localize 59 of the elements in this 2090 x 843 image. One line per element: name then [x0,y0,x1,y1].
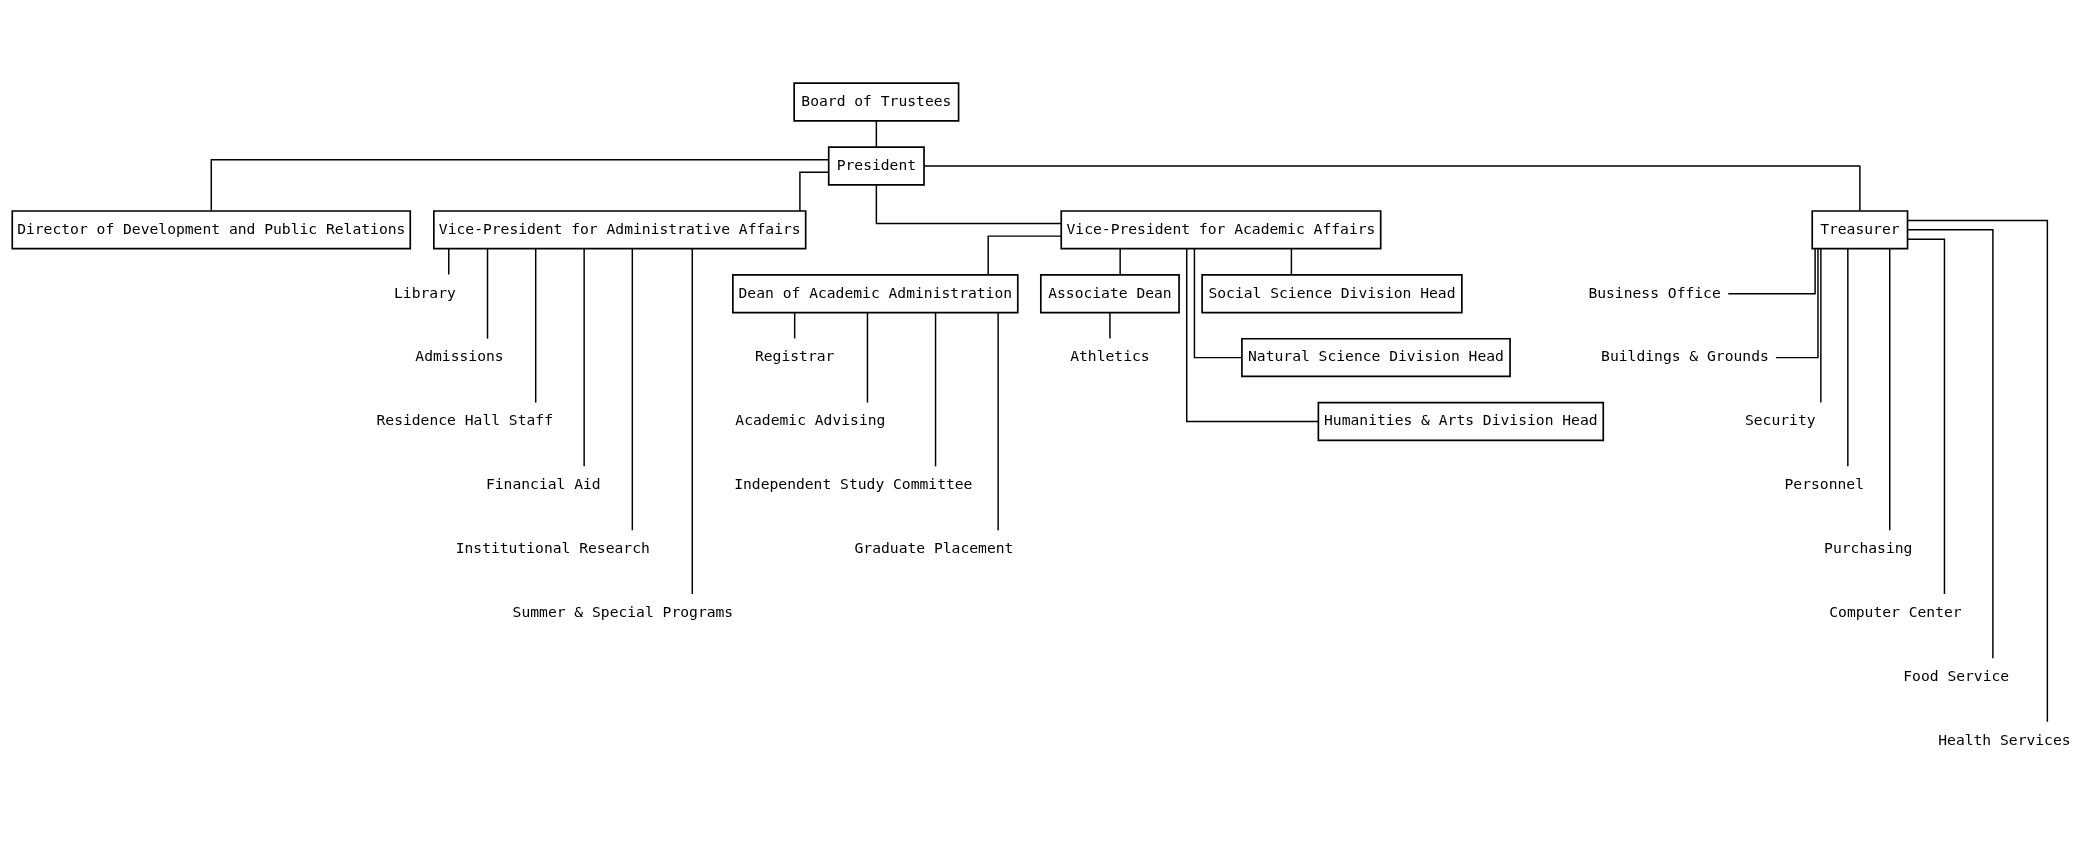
node-text: Summer & Special Programs [512,603,734,621]
connector [534,248,537,404]
node-text: Computer Center [1829,603,1962,621]
connector [1820,248,1822,404]
node-text: Residence Hall Staff [376,411,553,429]
connector [1119,248,1121,276]
connector [923,165,1861,212]
node-text: Personnel [1784,475,1864,493]
connector [448,248,450,276]
node-text: Graduate Placement [854,539,1014,557]
node-box: Director of Development and Public Relations [11,210,412,250]
connector [486,247,489,340]
connector [934,312,937,468]
node-text: Food Service [1903,666,2010,684]
node-box: Associate Dean [1039,274,1180,314]
node-box: Dean of Academic Administration [732,274,1019,314]
connector [1906,238,1946,595]
node-box: Treasurer [1811,210,1909,250]
node-text: Library [394,283,456,301]
node-text: Financial Aid [485,475,601,493]
connector [1906,219,2049,723]
node-box: Natural Science Division Head [1241,337,1511,378]
node-text: Health Services [1938,730,2071,748]
connector [1193,247,1243,359]
node-text: Institutional Research [455,539,650,557]
connector [691,248,694,595]
connector [875,120,878,148]
connector [583,248,585,468]
connector [1889,248,1891,532]
connector [1727,248,1816,295]
node-text: Registrar [754,347,835,365]
node-box: Humanities & Arts Division Head [1317,401,1605,442]
node-box: Vice-President for Academic Affairs [1060,210,1382,250]
connector [1186,248,1319,423]
node-text: Academic Advising [735,411,886,429]
connector [1290,248,1293,276]
connector [1907,229,1994,659]
node-text: Security [1744,411,1816,429]
node-box: President [827,146,925,186]
connector [875,184,1062,225]
node-box: Board of Trustees [793,82,960,122]
connector [793,312,796,340]
node-text: Athletics [1070,347,1150,365]
connector [987,235,1062,276]
connector [799,171,830,212]
connector [1109,312,1111,340]
node-box: Social Science Division Head [1201,274,1463,314]
connector [866,311,869,404]
node-text: Admissions [415,347,504,365]
connector [997,312,999,531]
node-box: Vice-President for Administrative Affairs [433,210,807,250]
node-text: Buildings & Grounds [1601,347,1769,365]
node-text: Purchasing [1824,539,1913,557]
connector [1847,248,1849,468]
connector [1775,247,1819,359]
connector [631,248,634,532]
node-text: Independent Study Committee [734,475,973,493]
node-text: Business Office [1588,283,1721,301]
connector [210,158,830,212]
